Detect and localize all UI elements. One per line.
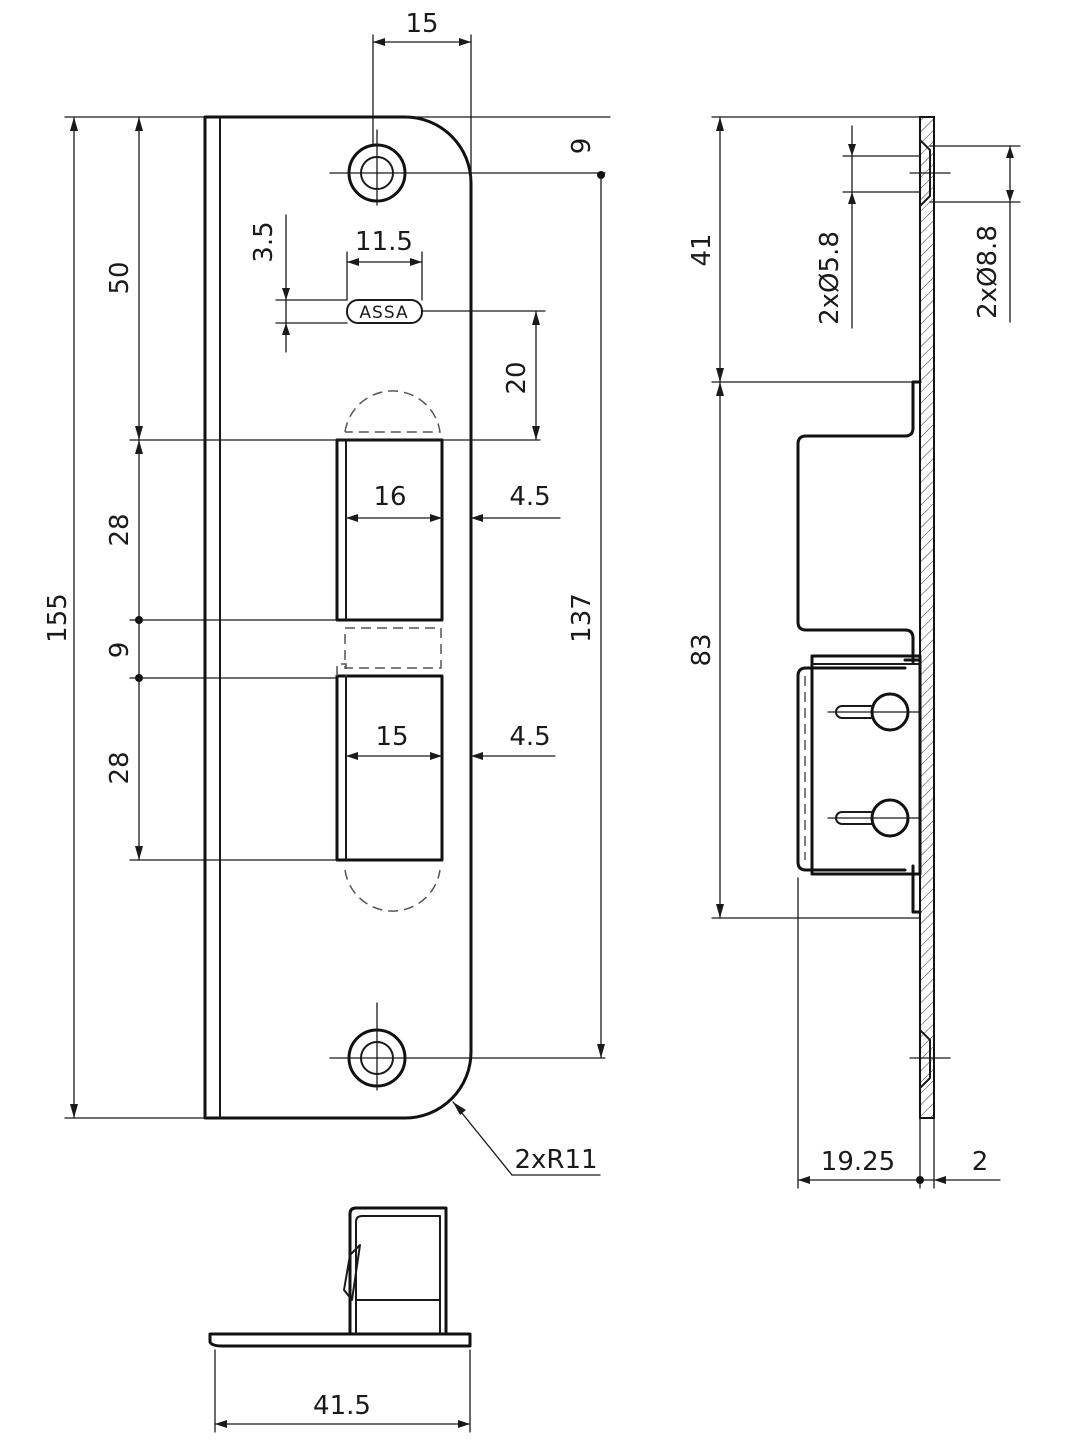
dim-label-hole-large: 2xØ8.8 <box>973 225 1003 319</box>
front-view: ASSA 15 9 <box>43 9 611 1176</box>
latch-outline-top <box>344 390 441 433</box>
dim-logo-width: 11.5 <box>346 227 423 301</box>
upper-opening <box>335 438 444 622</box>
bottom-screw-hole <box>329 1002 606 1091</box>
plate-section <box>919 116 935 1119</box>
dim-corner-radius: 2xR11 <box>452 1101 601 1176</box>
dim-bottom-width: 41.5 <box>214 1349 471 1433</box>
strike-plate-outline <box>203 115 473 1120</box>
inner-box <box>810 654 922 876</box>
dim-label-lower-opening-offset: 4.5 <box>509 722 550 752</box>
dim-box-depth: 19.25 2 <box>797 877 1001 1189</box>
dim-logo-to-latch: 20 <box>421 310 546 441</box>
dim-total-length: 155 <box>43 116 206 1119</box>
dim-label-gap: 9 <box>105 642 135 659</box>
bottom-plate-profile <box>208 1332 472 1348</box>
dim-label-hole-top-offset: 9 <box>567 138 597 155</box>
dim-chain-left: 50 28 9 28 <box>105 116 541 861</box>
dim-label-upper-opening-offset: 4.5 <box>509 482 550 512</box>
dim-hole-large: 2xØ8.8 <box>929 145 1021 323</box>
dim-label-total-length: 155 <box>43 593 73 643</box>
dim-hole-spacing: 137 <box>567 174 605 1059</box>
dim-label-top-width: 15 <box>405 9 438 39</box>
dim-box-height: 83 <box>687 381 921 919</box>
dim-label-lower-opening-height: 28 <box>105 751 135 784</box>
box-profile <box>796 380 922 664</box>
dim-top-section: 41 <box>687 116 921 383</box>
dim-top-width: 15 <box>372 9 472 181</box>
dim-label-logo-height: 3.5 <box>249 221 279 262</box>
dim-label-corner-radius: 2xR11 <box>514 1145 597 1175</box>
top-screw-hole <box>329 129 606 206</box>
logo-text: ASSA <box>359 303 408 323</box>
bottom-box-profile <box>348 1206 448 1336</box>
dim-label-box-depth: 19.25 <box>821 1147 895 1177</box>
dim-label-upper-opening-width: 16 <box>373 482 406 512</box>
dim-label-lower-opening-width: 15 <box>375 722 408 752</box>
dim-label-logo-width: 11.5 <box>355 227 413 257</box>
dim-label-bottom-width: 41.5 <box>313 1391 371 1421</box>
assa-logo: ASSA <box>346 299 423 324</box>
dim-label-top-section: 41 <box>687 233 717 266</box>
bottom-view: 41.5 <box>208 1206 472 1433</box>
lower-opening <box>335 663 444 862</box>
hidden-opening <box>344 627 442 669</box>
keyhole-top <box>827 692 919 732</box>
dim-label-upper-section: 50 <box>105 261 135 294</box>
latch-outline-bottom <box>344 869 441 912</box>
keyhole-bottom <box>827 798 919 838</box>
dim-lower-opening-width: 15 4.5 <box>345 722 556 760</box>
dim-upper-opening-width: 16 4.5 <box>345 482 561 522</box>
dim-label-logo-to-latch: 20 <box>502 361 532 394</box>
dim-label-box-height: 83 <box>687 633 717 666</box>
side-view: 41 83 2xØ5.8 2xØ8.8 <box>687 116 1021 1189</box>
dim-label-hole-spacing: 137 <box>567 593 597 643</box>
dim-label-plate-thickness: 2 <box>972 1147 989 1177</box>
dim-label-hole-small: 2xØ5.8 <box>815 231 845 325</box>
dim-hole-small: 2xØ5.8 <box>815 125 921 329</box>
dim-hole-top-offset: 9 <box>404 116 611 179</box>
dim-logo-height: 3.5 <box>249 214 348 353</box>
dim-label-upper-opening-height: 28 <box>105 513 135 546</box>
